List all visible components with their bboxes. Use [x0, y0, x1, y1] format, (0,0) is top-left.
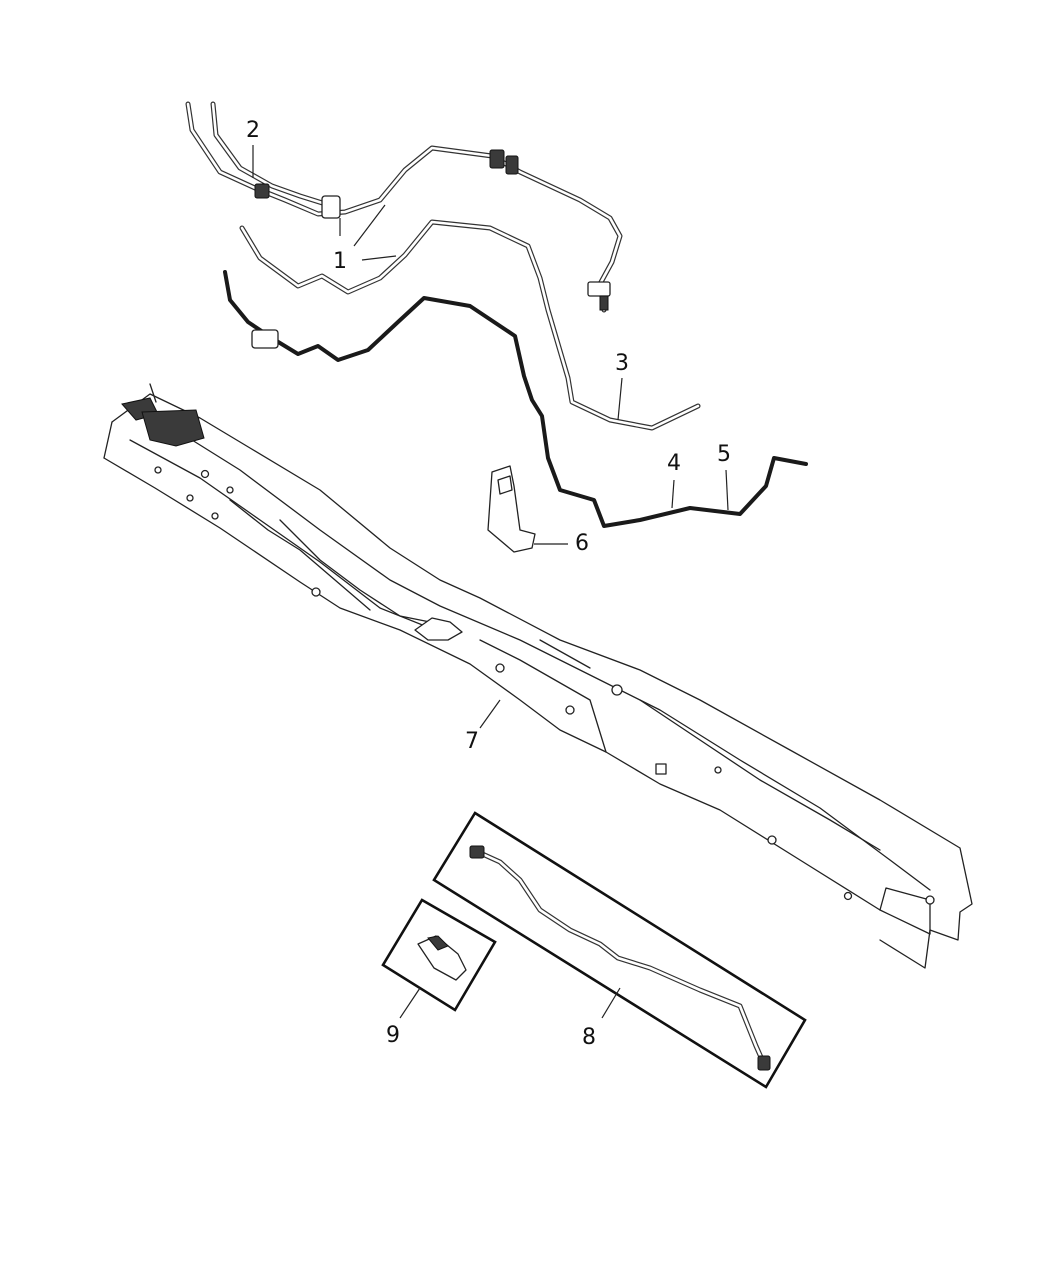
- fuel-hose: [223, 270, 808, 528]
- callout-3: 3: [615, 351, 629, 376]
- callout-6: 6: [575, 531, 589, 556]
- callout-1: 1: [333, 249, 347, 274]
- callout-4: 4: [667, 451, 681, 476]
- callout-8: 8: [582, 1025, 596, 1050]
- callout-7: 7: [465, 729, 479, 754]
- brake-line-clips: [254, 149, 611, 311]
- leader-lines: [252, 145, 729, 1019]
- brake-line-middle: [239, 219, 701, 431]
- part-9-box: [381, 898, 497, 1012]
- callout-2: 2: [246, 118, 260, 143]
- bracket-part-6: [487, 465, 536, 553]
- frame-rail: [103, 383, 973, 969]
- callout-9: 9: [386, 1023, 400, 1048]
- callout-5: 5: [717, 442, 731, 467]
- part-8-box: [432, 811, 807, 1089]
- brake-line-upper: [185, 101, 623, 313]
